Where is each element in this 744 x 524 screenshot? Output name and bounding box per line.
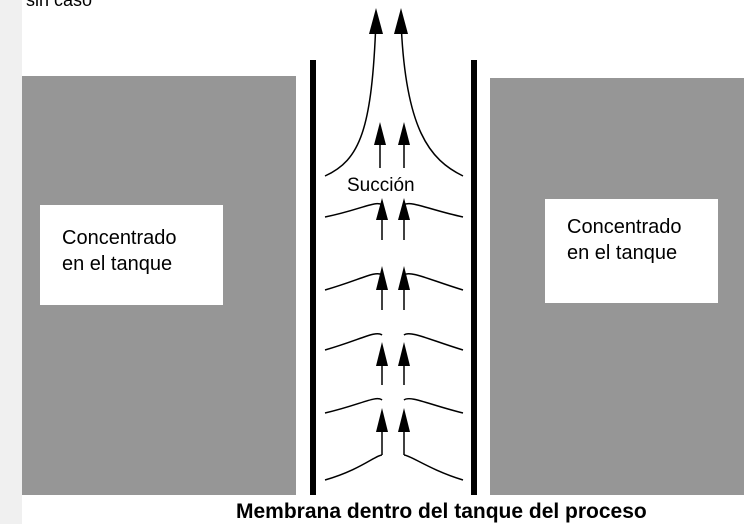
flow-arrow-icon [398,408,410,432]
left-tank-label: Concentrado en el tanque [62,225,177,277]
permeate-flow-layer-3 [324,332,464,385]
permeate-flow-layer-4 [324,397,464,414]
flow-arrow-icon [376,266,388,290]
flow-arrow-icon [398,122,410,145]
flow-arrow-icon [369,8,383,34]
right-tank-label: Concentrado en el tanque [567,214,682,266]
top-main-arrows [369,8,408,34]
flow-arrow-icon [374,122,386,145]
left-tank-label-line2: en el tanque [62,253,173,275]
top-outflow-curves [324,19,464,177]
right-tank-label-line2: en el tanque [567,242,678,264]
right-tank-label-box: Concentrado en el tanque [545,199,718,303]
suction-region-arrows [374,122,410,168]
permeate-flow-layer-1 [324,198,464,240]
permeate-flow-layer-2 [324,266,464,310]
flow-arrow-icon [398,266,410,290]
flow-arrow-icon [376,342,388,366]
suction-label: Succión [347,175,415,196]
clipped-header-text: sin caso [26,0,93,10]
left-margin-strip [0,0,22,524]
flow-arrow-icon [398,198,410,220]
left-tank-label-line1: Concentrado [62,227,177,249]
flow-arrow-icon [398,342,410,366]
diagram-caption: Membrana dentro del tanque del proceso [236,500,647,523]
left-tank-label-box: Concentrado en el tanque [40,205,223,305]
flow-arrow-icon [376,198,388,220]
flow-arrow-icon [394,8,408,34]
permeate-flow-layer-5 [324,408,464,481]
right-tank-label-line1: Concentrado [567,216,682,238]
flow-arrow-icon [376,408,388,432]
